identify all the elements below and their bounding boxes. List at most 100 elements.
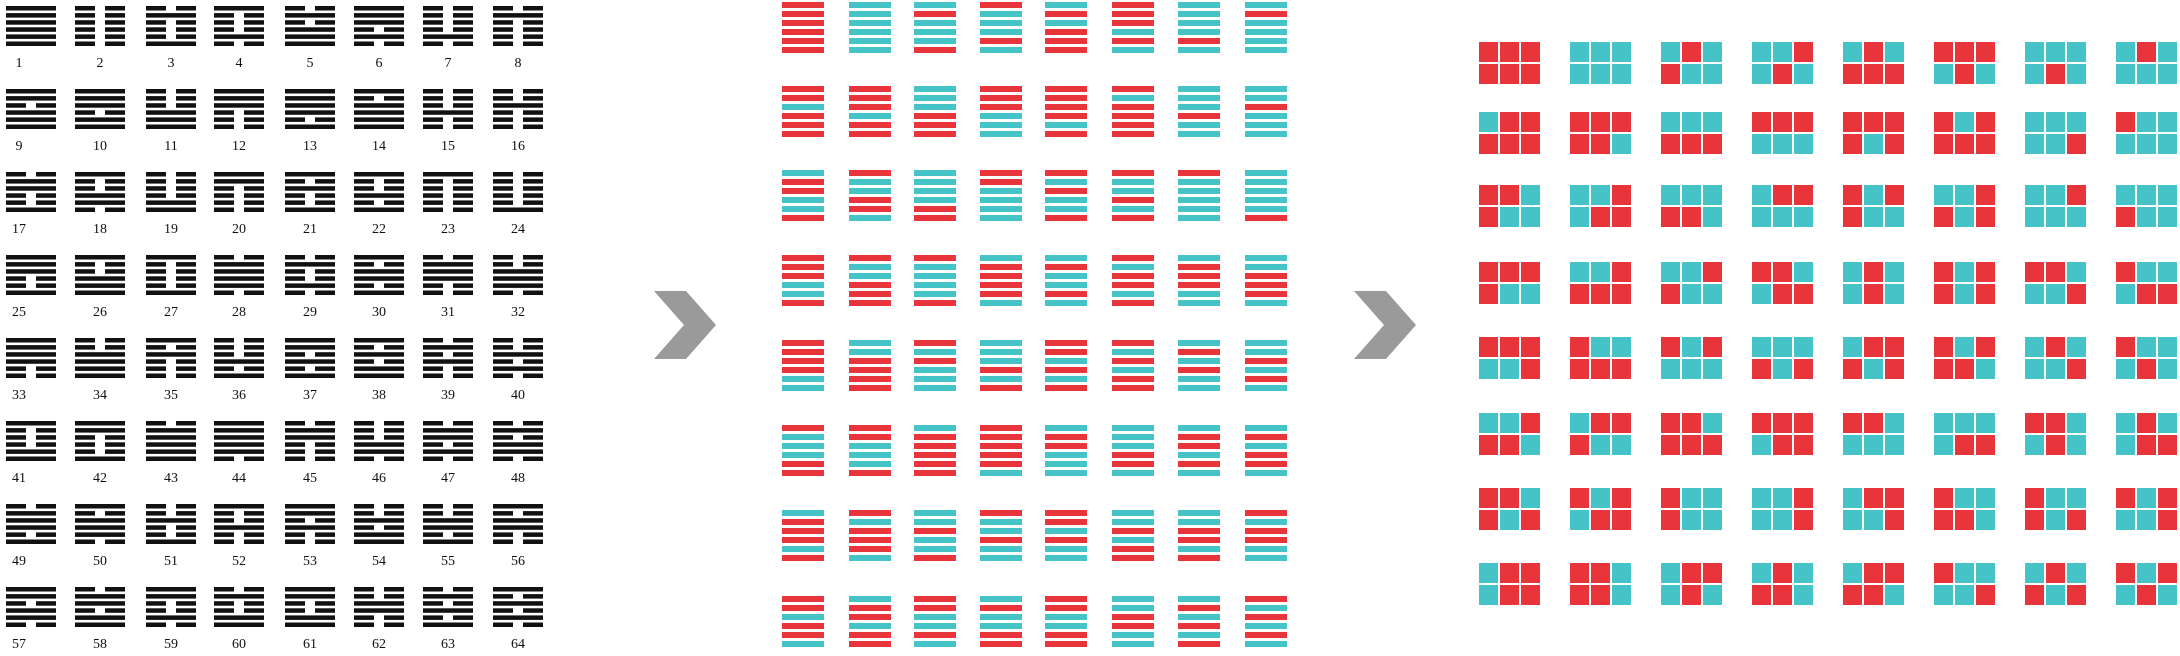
hexagram-colored (980, 255, 1022, 306)
hexagram-grid (1479, 563, 1540, 605)
yin-line (523, 27, 543, 32)
yang-cell (1591, 207, 1610, 227)
yang-cell (1479, 435, 1498, 455)
yang-line (6, 110, 56, 115)
yang-bar (849, 358, 891, 364)
yang-line (75, 518, 125, 523)
yin-line (146, 89, 166, 94)
yin-line (285, 255, 305, 260)
yin-cell (1794, 64, 1813, 84)
yin-line (244, 456, 264, 461)
yang-bar (782, 470, 824, 476)
hexagram-colored (1045, 425, 1087, 476)
yin-bar (849, 452, 891, 458)
yang-cell (1591, 359, 1610, 379)
hexagram-number-label: 23 (441, 222, 455, 237)
yin-line (354, 594, 374, 599)
yang-line (423, 110, 473, 115)
yang-bar (980, 95, 1022, 101)
yang-line (146, 255, 196, 260)
yang-line (6, 117, 56, 122)
yang-line (6, 587, 56, 592)
yin-line (36, 428, 56, 433)
hexagram-grid (1570, 112, 1631, 154)
hexagram-grid (2116, 185, 2177, 227)
yin-line (423, 117, 443, 122)
yin-line (176, 27, 196, 32)
yin-line (176, 601, 196, 606)
yin-cell (2046, 488, 2065, 508)
yin-line (146, 193, 166, 198)
yang-line (75, 276, 125, 281)
yin-bar (1245, 623, 1287, 629)
yin-bar (1112, 47, 1154, 53)
hexagram-black (146, 587, 196, 627)
yang-bar (782, 300, 824, 306)
yang-line (285, 186, 335, 191)
yang-cell (1570, 585, 1589, 605)
yin-line (493, 594, 513, 599)
yang-line (146, 110, 196, 115)
yin-line (176, 366, 196, 371)
hexagram-number-label: 64 (511, 637, 525, 652)
yin-line (423, 532, 443, 537)
yin-line (493, 255, 513, 260)
yang-line (285, 172, 335, 177)
yin-line (493, 456, 513, 461)
hexagram-colored (914, 2, 956, 53)
yin-line (6, 276, 26, 281)
yang-cell (1570, 112, 1589, 132)
yin-cell (1570, 510, 1589, 530)
yin-cell (1661, 185, 1680, 205)
yang-cell (1843, 207, 1862, 227)
yin-line (493, 117, 513, 122)
yang-cell (1955, 435, 1974, 455)
yang-bar (1178, 264, 1220, 270)
hexagram-grid (2116, 488, 2177, 530)
yin-line (146, 366, 166, 371)
hexagram-colored (782, 340, 824, 391)
yin-bar (1245, 546, 1287, 552)
yang-line (6, 449, 56, 454)
yin-line (146, 172, 166, 177)
yin-line (384, 428, 404, 433)
yang-cell (1864, 337, 1883, 357)
yin-line (384, 435, 404, 440)
yang-line (75, 96, 125, 101)
yang-cell (1955, 42, 1974, 62)
yin-line (176, 608, 196, 613)
yang-line (214, 622, 264, 627)
hexagram-grid (2116, 112, 2177, 154)
yin-line (493, 608, 513, 613)
yang-bar (849, 614, 891, 620)
yin-cell (1752, 42, 1771, 62)
yin-line (105, 442, 125, 447)
yang-bar (1112, 86, 1154, 92)
hexagram-black (423, 504, 473, 544)
yin-line (493, 435, 513, 440)
yang-bar (1045, 605, 1087, 611)
yin-bar (1245, 385, 1287, 391)
yin-bar (782, 376, 824, 382)
hexagram-colored (849, 86, 891, 137)
yin-line (244, 539, 264, 544)
yang-line (75, 359, 125, 364)
yin-line (523, 345, 543, 350)
hexagram-number-label: 37 (303, 388, 317, 403)
yang-bar (849, 470, 891, 476)
yin-line (523, 41, 543, 46)
hexagram-number-label: 36 (232, 388, 246, 403)
hexagram-grid (1843, 112, 1904, 154)
yang-line (214, 262, 264, 267)
hexagram-grid (1661, 563, 1722, 605)
hexagram-black (75, 172, 125, 212)
yin-bar (1245, 179, 1287, 185)
yin-cell (1934, 185, 1953, 205)
hexagram-black (285, 421, 335, 461)
yang-line (354, 352, 404, 357)
yang-cell (1752, 359, 1771, 379)
yang-bar (914, 452, 956, 458)
yang-line (493, 352, 543, 357)
yang-bar (782, 461, 824, 467)
hexagram-number-label: 30 (372, 305, 386, 320)
